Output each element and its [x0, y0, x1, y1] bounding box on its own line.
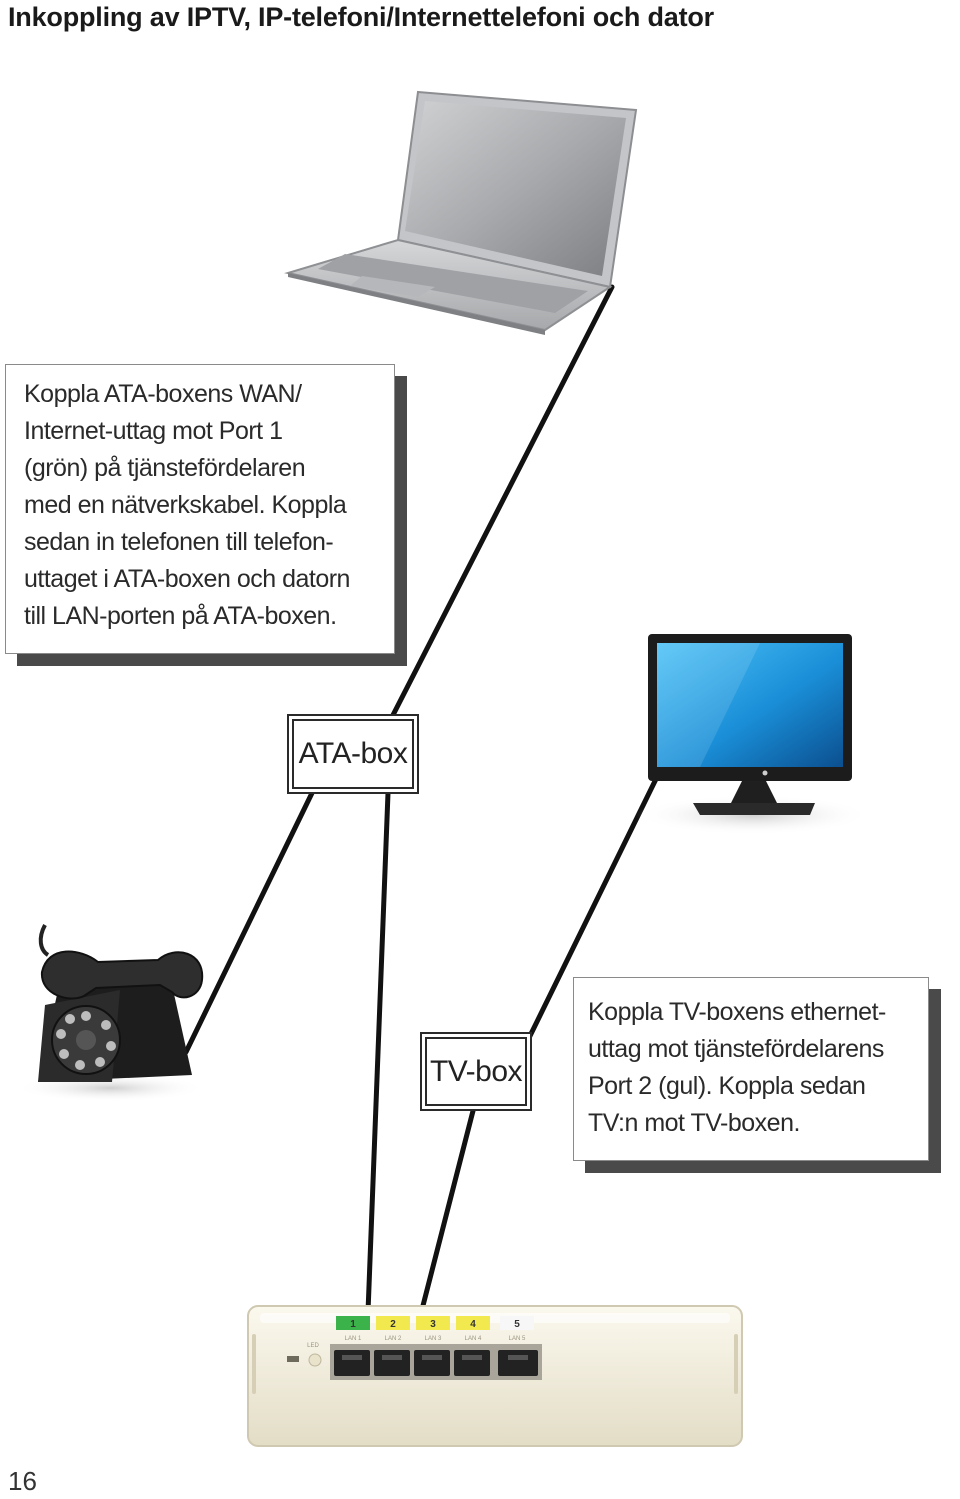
callout-line: sedan in telefonen till telefon-	[24, 528, 334, 556]
led-indicator	[308, 1353, 322, 1367]
port-color-2	[376, 1316, 410, 1330]
cable-tv-tvbox	[525, 776, 659, 1043]
callout-line: Koppla ATA-boxens WAN/	[24, 380, 302, 408]
callout-line: TV:n mot TV-boxen.	[588, 1109, 800, 1137]
port-color-5	[500, 1316, 534, 1330]
port-label: LAN 2	[385, 1336, 402, 1342]
page-number: 16	[8, 1466, 37, 1496]
port-label: LAN 3	[425, 1336, 442, 1342]
callout-line: (grön) på tjänstefördelaren	[24, 454, 306, 482]
callout-line: uttag mot tjänstefördelarens	[588, 1035, 884, 1063]
laptop-icon	[284, 90, 638, 335]
callout-line: Port 2 (gul). Koppla sedan	[588, 1072, 866, 1100]
power-switch	[287, 1356, 299, 1362]
port-color-4	[456, 1316, 490, 1330]
cables	[183, 284, 659, 1367]
port-color-strip	[336, 1316, 534, 1330]
callout-line: till LAN-porten på ATA-boxen.	[24, 602, 337, 630]
port-number: 2	[390, 1319, 396, 1330]
cable-laptop-ata	[389, 284, 615, 720]
callout-line: uttaget i ATA-boxen och datorn	[24, 565, 350, 593]
port-labels: LAN 1 LAN 2 LAN 3 LAN 4 LAN 5	[345, 1336, 526, 1342]
port-number: 5	[514, 1319, 520, 1330]
port-label: LAN 4	[465, 1336, 482, 1342]
callout-line: Internet-uttag mot Port 1	[24, 417, 283, 445]
callout-line: med en nätverkskabel. Koppla	[24, 491, 347, 519]
port-number: 4	[470, 1319, 476, 1330]
port-color-1	[336, 1316, 370, 1330]
led-label: LED	[307, 1343, 319, 1349]
ethernet-ports	[334, 1350, 538, 1376]
tv-instructions-callout: Koppla TV-boxens ethernet- uttag mot tjä…	[573, 977, 929, 1161]
port-number: 1	[350, 1319, 356, 1330]
cable-ata-switch	[363, 790, 391, 1367]
port-label: LAN 5	[509, 1336, 526, 1342]
tv-monitor-icon	[635, 634, 871, 835]
callout-line: Koppla TV-boxens ethernet-	[588, 998, 886, 1026]
ata-instructions-callout: Koppla ATA-boxens WAN/ Internet-uttag mo…	[5, 364, 395, 654]
rotary-phone-icon	[15, 924, 205, 1102]
network-switch-icon: 1 2 3 4 5 LAN 1 LAN 2 LAN 3 LAN 4 LAN 5 …	[247, 1305, 743, 1447]
ata-box-label: ATA-box	[287, 714, 419, 794]
cable-phone-ata	[183, 790, 315, 1055]
port-label: LAN 1	[345, 1336, 362, 1342]
port-color-3	[416, 1316, 450, 1330]
tv-box-label: TV-box	[420, 1032, 532, 1111]
port-numbers: 1 2 3 4 5	[350, 1319, 520, 1330]
page-title: Inkoppling av IPTV, IP-telefoni/Internet…	[8, 2, 714, 32]
port-number: 3	[430, 1319, 436, 1330]
vent-grille	[252, 1334, 738, 1394]
